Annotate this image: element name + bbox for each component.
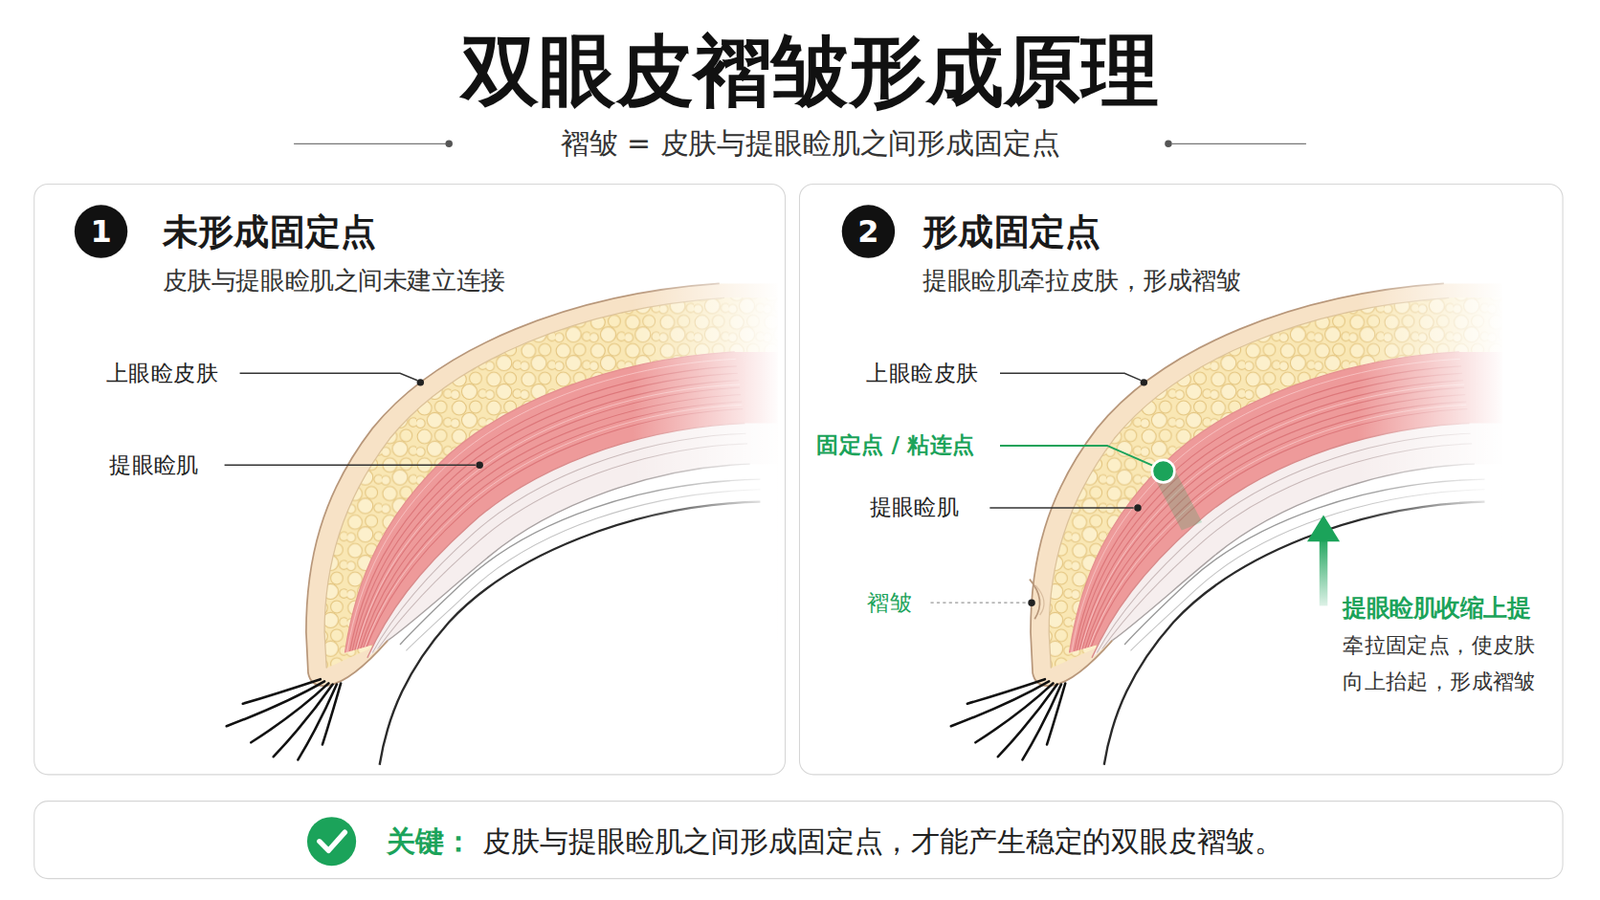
step-number-circle: 1 (74, 204, 128, 258)
panel: 未形成固定点皮肤与提眼睑肌之间未建立连接 1 (33, 183, 786, 776)
diagram-title: 双眼皮褶皱形成原理 (461, 25, 1159, 118)
panel-heading: 形成固定点 (922, 210, 1102, 254)
key-note-bar: 关键：皮肤与提眼睑肌之间形成固定点，才能产生稳定的双眼皮褶皱。 (33, 800, 1563, 880)
crease-label: 褶皱 (866, 588, 912, 618)
step-number-circle: 2 (842, 204, 895, 258)
panel-subtitle: 皮肤与提眼睑肌之间未建立连接 (162, 265, 506, 296)
part-label: 提眼睑肌 (869, 493, 960, 523)
step-number: 1 (89, 213, 112, 250)
action-note: 牵拉固定点，使皮肤 向上抬起，形成褶皱 (1342, 628, 1547, 701)
key-note-text: 皮肤与提眼睑肌之间形成固定点，才能产生稳定的双眼皮褶皱。 (482, 824, 1283, 862)
part-label: 上眼睑皮肤 (106, 358, 219, 388)
subtitle-formula: 褶皱 = 皮肤与提眼睑肌之间形成固定点 (560, 126, 1061, 161)
action-label: 提眼睑肌收缩上提 (1342, 594, 1531, 623)
key-label: 关键： (386, 824, 473, 862)
anchor-point-label: 固定点 / 粘连点 (816, 431, 976, 461)
panel-heading: 未形成固定点 (162, 210, 378, 254)
step-number: 2 (857, 213, 879, 250)
part-label: 提眼睑肌 (109, 450, 200, 480)
panel-subtitle: 提眼睑肌牵拉皮肤，形成褶皱 (922, 265, 1242, 296)
part-label: 上眼睑皮肤 (866, 358, 978, 388)
